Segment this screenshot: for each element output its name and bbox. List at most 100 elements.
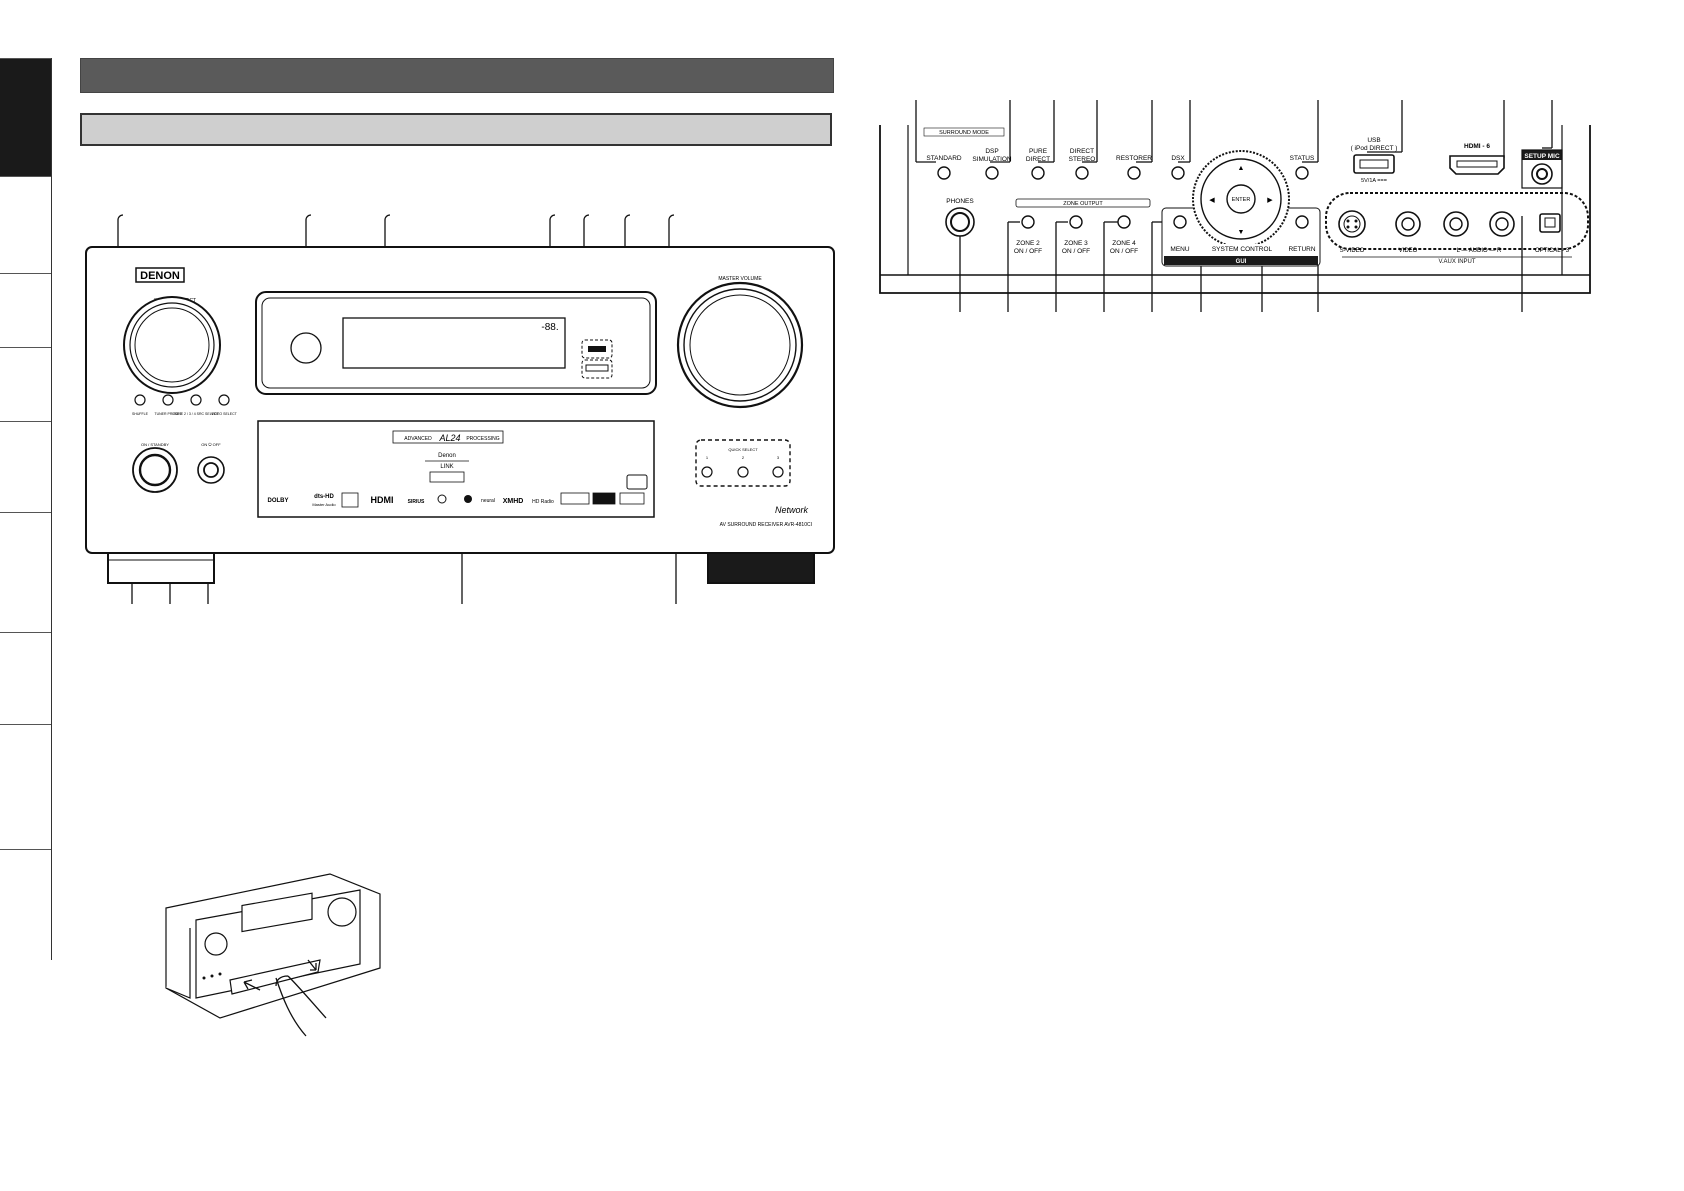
zone-output-label: ZONE OUTPUT <box>1063 201 1103 207</box>
dolby-logo: DOLBY <box>268 498 289 504</box>
dsp-simulation-button[interactable] <box>985 166 999 180</box>
dsp-simulation-label: SIMULATION <box>972 156 1012 163</box>
section-tabs <box>0 58 52 960</box>
network-logo: Network <box>775 505 809 515</box>
usb-label: USB <box>1367 137 1380 144</box>
status-button[interactable] <box>1295 166 1309 180</box>
quick-select-number: 1 <box>706 455 709 460</box>
on-off-label: ON ⏻ OFF <box>201 442 221 447</box>
model-label: AV SURROUND RECEIVER AVR-4810CI <box>720 522 812 528</box>
phones-label: PHONES <box>946 198 974 205</box>
quick-select-3-button[interactable] <box>772 466 784 478</box>
section-tab[interactable] <box>0 849 51 961</box>
quick-select-label: QUICK SELECT <box>728 447 758 452</box>
left-arrow-icon[interactable]: ◀ <box>1209 197 1215 204</box>
pure-direct-button[interactable] <box>1031 166 1045 180</box>
denon-link-logo: Denon <box>438 453 456 459</box>
fl-display <box>342 317 566 369</box>
menu-label: MENU <box>1170 246 1189 253</box>
dsp-label: DSP <box>985 148 998 155</box>
zone2-onoff-label: ON / OFF <box>1014 248 1042 255</box>
down-arrow-icon[interactable]: ▼ <box>1238 229 1245 236</box>
section-tab[interactable] <box>0 632 51 725</box>
enter-label: ENTER <box>1232 197 1251 203</box>
video-select-button[interactable] <box>218 394 230 406</box>
setup-mic-label: SETUP MIC <box>1524 153 1560 160</box>
pure-direct-label: DIRECT <box>1026 156 1050 163</box>
section-tab[interactable] <box>0 512 51 633</box>
hd-radio-logo: HD Radio <box>532 499 554 505</box>
menu-button[interactable] <box>1173 215 1187 229</box>
tuner-preset-label: TUNER PRESET <box>154 412 182 416</box>
zone-src-select-label: ZONE 2 / 3 / 4 SRC SELECT <box>173 412 219 416</box>
ipod-direct-label: ( iPod DIRECT ) <box>1351 145 1398 152</box>
remote-sensor <box>290 332 322 364</box>
right-arrow-icon[interactable]: ▶ <box>1267 197 1273 204</box>
return-button[interactable] <box>1295 215 1309 229</box>
processing-label: PROCESSING <box>466 436 499 442</box>
master-volume-label: MASTER VOLUME <box>718 276 762 282</box>
shuffle-button[interactable] <box>134 394 146 406</box>
gui-label: GUI <box>1236 259 1247 265</box>
restorer-label: RESTORER <box>1116 155 1152 162</box>
usb-power-label: 5V/1A === <box>1361 178 1387 184</box>
zone2-button[interactable] <box>1021 215 1035 229</box>
restorer-button[interactable] <box>1127 166 1141 180</box>
svg-text:-88.: -88. <box>541 322 558 333</box>
up-arrow-icon[interactable]: ▲ <box>1238 165 1245 172</box>
audio-label: L — AUDIO — R <box>1457 248 1502 254</box>
hdmi-logo: HDMI <box>371 495 394 505</box>
v-aux-input-label: V.AUX INPUT <box>1438 259 1475 265</box>
section-tab[interactable] <box>0 724 51 850</box>
v-aux-input-group <box>1325 192 1589 250</box>
quick-select-number: 3 <box>777 455 780 460</box>
neural-logo: neural <box>481 498 495 504</box>
dsx-label: DSX <box>1171 155 1185 162</box>
zone4-button[interactable] <box>1117 215 1131 229</box>
quick-select-2-button[interactable] <box>737 466 749 478</box>
subsection-header-bar <box>80 113 832 146</box>
section-header-bar <box>80 58 834 93</box>
zone2-label: ZONE 2 <box>1016 240 1040 247</box>
pure-label: PURE <box>1029 148 1048 155</box>
section-tab[interactable] <box>0 176 51 274</box>
quick-select-number: 2 <box>742 455 745 460</box>
sub-panel-diagram: SURROUND MODE STANDARD DSP SIMULATION PU… <box>879 100 1591 312</box>
brand-logo: DENON <box>140 270 180 282</box>
hdmi6-label: HDMI - 6 <box>1464 143 1490 150</box>
tuner-preset-button[interactable] <box>162 394 174 406</box>
section-tab[interactable] <box>0 347 51 422</box>
section-tab[interactable] <box>0 421 51 513</box>
enter-button[interactable] <box>1226 184 1256 214</box>
standard-label: STANDARD <box>926 155 962 162</box>
section-tab-active[interactable] <box>0 58 51 177</box>
front-panel-diagram: DENON SOURCE SELECT -88. MASTER VOLUME S… <box>85 214 835 604</box>
video-label: VIDEO <box>1399 248 1418 254</box>
dts-logo: dts-HD <box>314 494 334 500</box>
al24-logo: AL24 <box>438 433 460 443</box>
direct-stereo-button[interactable] <box>1075 166 1089 180</box>
zone-src-select-button[interactable] <box>190 394 202 406</box>
xmhd-logo: XMHD <box>503 498 524 505</box>
zone3-onoff-label: ON / OFF <box>1062 248 1090 255</box>
zone3-button[interactable] <box>1069 215 1083 229</box>
video-select-label: VIDEO SELECT <box>211 412 237 416</box>
status-label: STATUS <box>1290 155 1315 162</box>
quick-select-1-button[interactable] <box>701 466 713 478</box>
door-open-illustration <box>165 873 381 1037</box>
standard-button[interactable] <box>937 166 951 180</box>
return-label: RETURN <box>1288 246 1315 253</box>
system-control-label: SYSTEM CONTROL <box>1212 246 1273 253</box>
dsx-button[interactable] <box>1171 166 1185 180</box>
zone4-label: ZONE 4 <box>1112 240 1136 247</box>
surround-mode-label: SURROUND MODE <box>939 130 989 136</box>
quick-select-group <box>695 439 791 487</box>
on-standby-label: ON / STANDBY <box>141 442 169 447</box>
zone4-onoff-label: ON / OFF <box>1110 248 1138 255</box>
section-tab[interactable] <box>0 273 51 348</box>
s-video-label: S-VIDEO <box>1340 248 1365 254</box>
denon-link-sub: LINK <box>440 464 453 470</box>
advanced-label: ADVANCED <box>404 436 432 442</box>
zone3-label: ZONE 3 <box>1064 240 1088 247</box>
direct-stereo-label: STEREO <box>1069 156 1096 163</box>
